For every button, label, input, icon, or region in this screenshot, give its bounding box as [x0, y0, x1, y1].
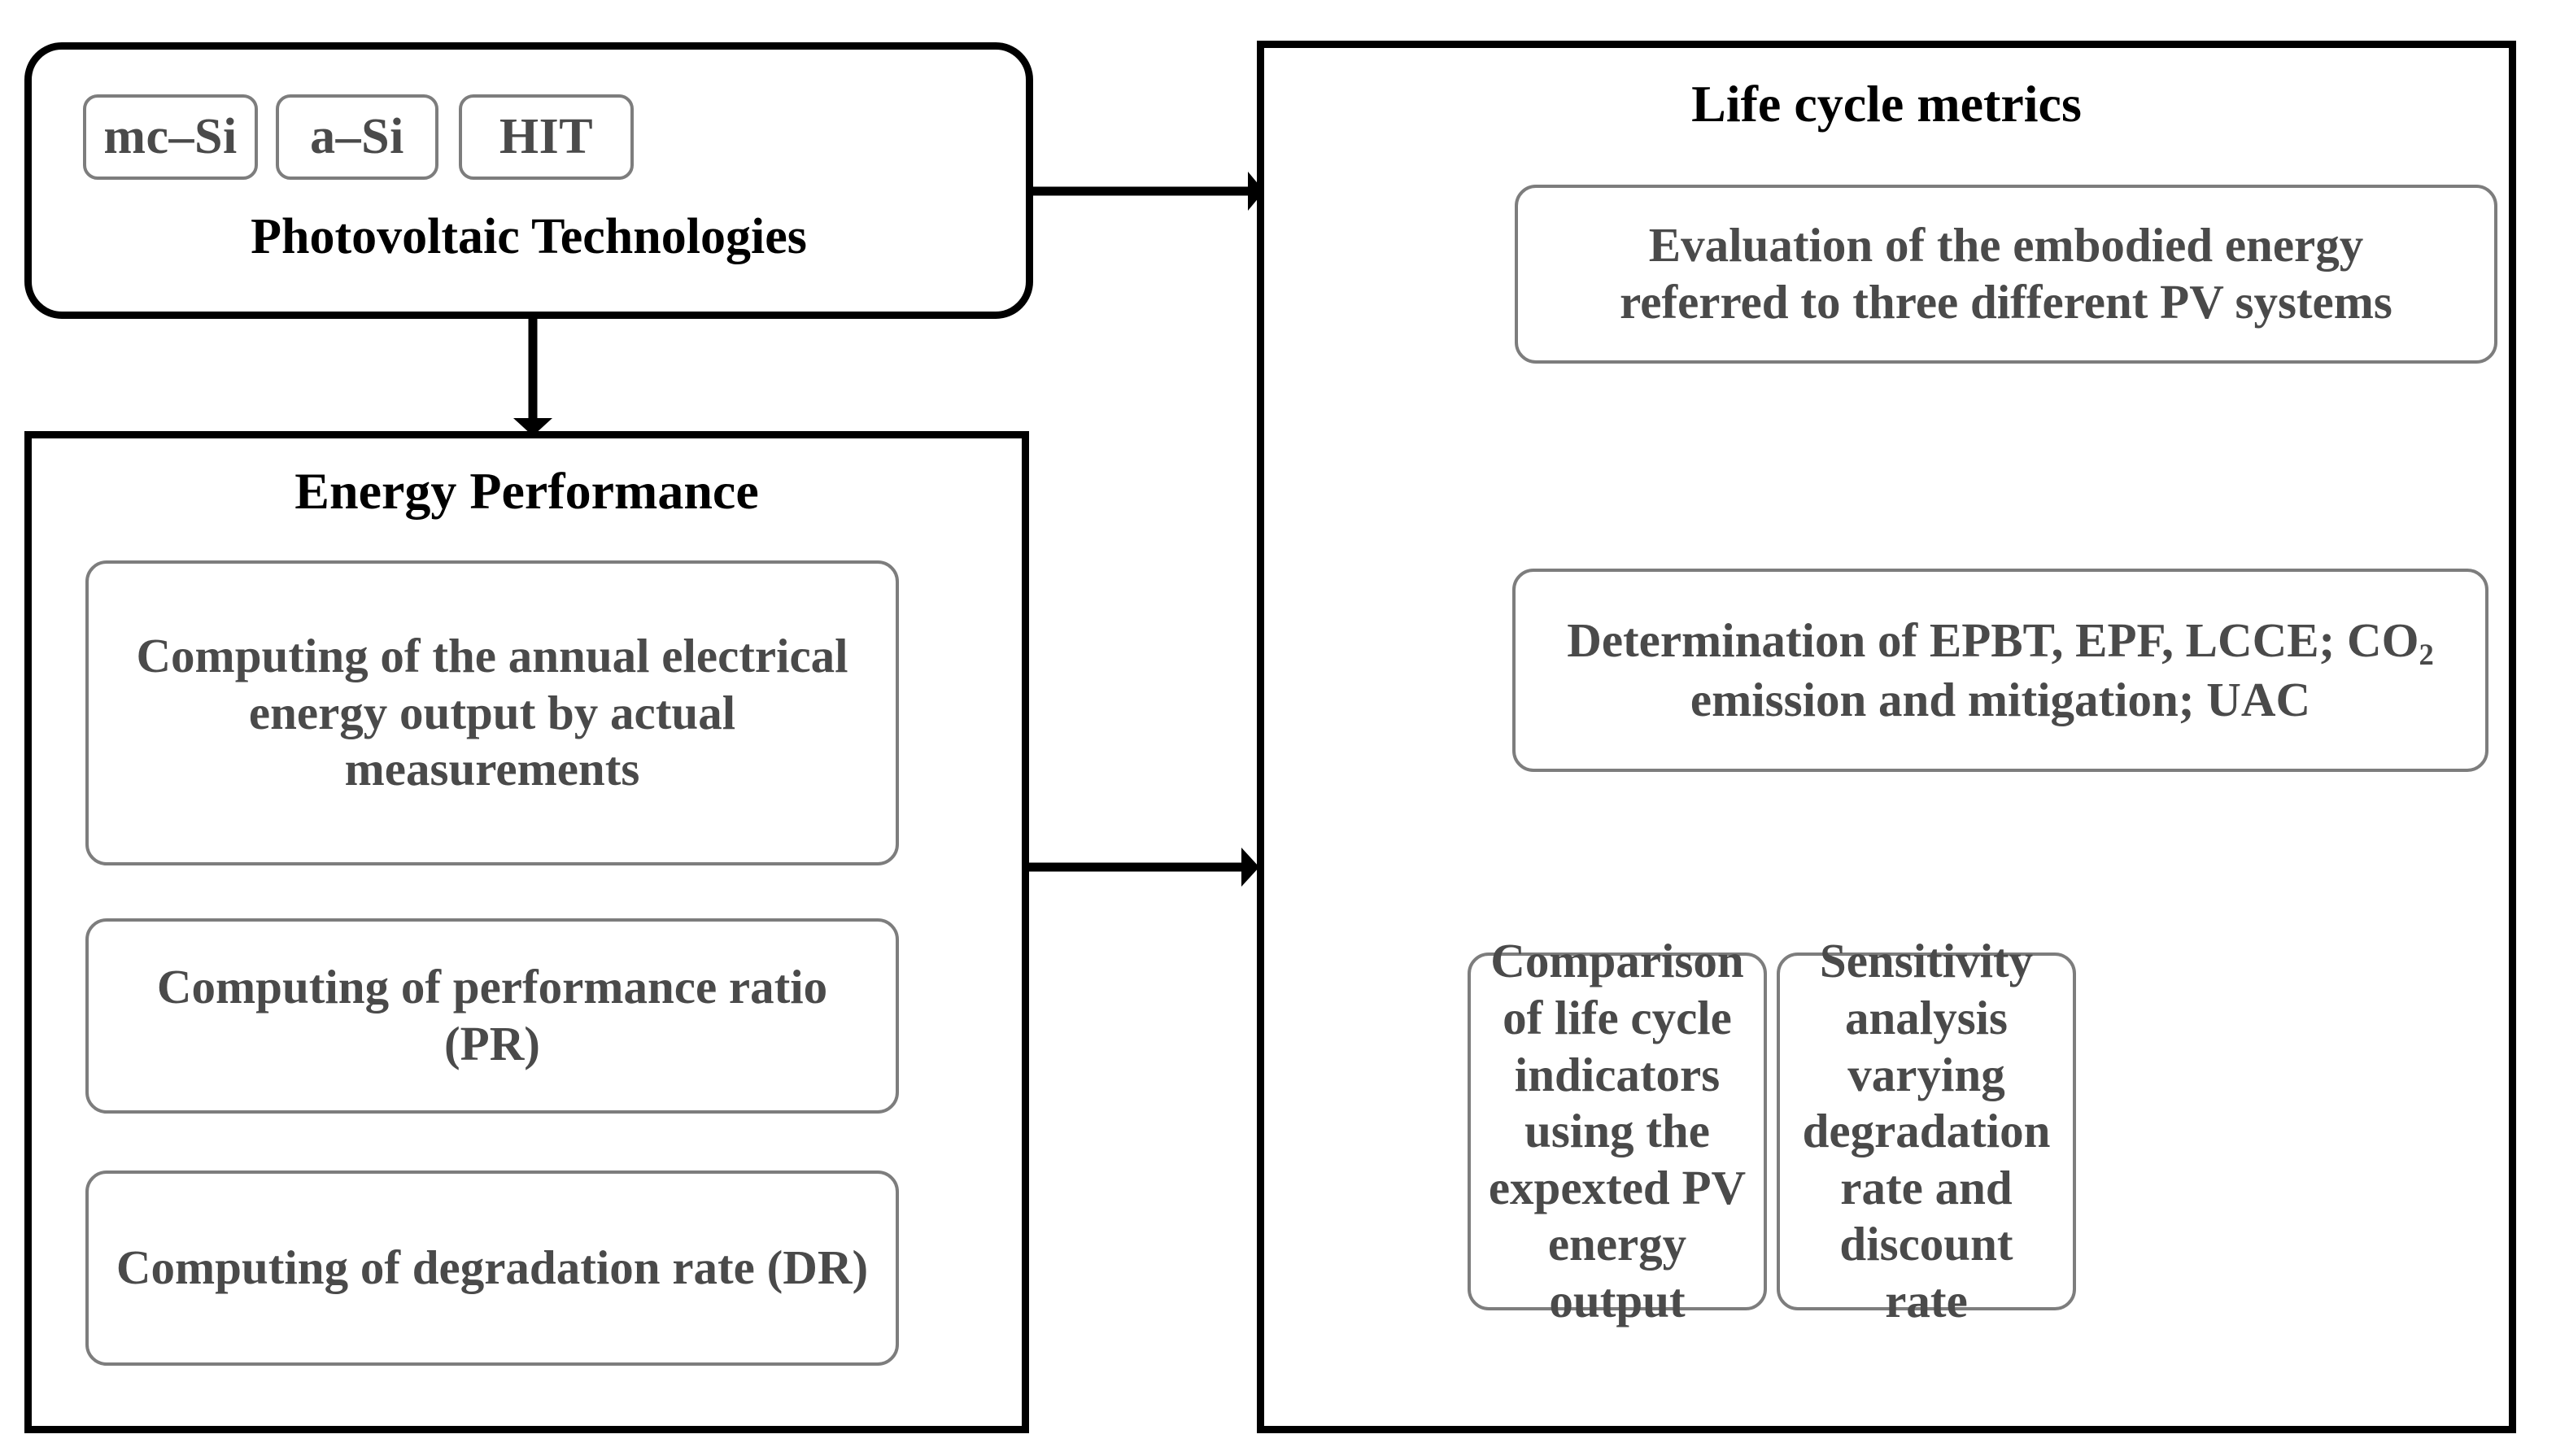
lcm-box-label: Sensitivity analysis varying degradation…: [1802, 934, 2051, 1328]
tech-chip-mc-si[interactable]: mc–Si: [83, 94, 258, 180]
ep-box-label: Computing of performance ratio (PR): [156, 960, 828, 1070]
energy-performance-panel: Energy Performance Computing of the annu…: [24, 431, 1029, 1433]
lcm-box-label-part1: Determination of EPBT, EPF, LCCE; CO: [1567, 612, 2419, 667]
arrow-energy-performance-to-life-cycle: [1023, 848, 1259, 887]
tech-chip-hit[interactable]: HIT: [459, 94, 634, 180]
arrow-pv-to-life-cycle: [1027, 172, 1264, 211]
pv-technologies-panel: mc–Si a–Si HIT Photovoltaic Technologies: [24, 42, 1033, 319]
ep-box-performance-ratio[interactable]: Computing of performance ratio (PR): [85, 918, 899, 1114]
pv-technologies-label: Photovoltaic Technologies: [251, 209, 807, 264]
tech-chip-a-si[interactable]: a–Si: [276, 94, 438, 180]
lcm-box-indicators-determination[interactable]: Determination of EPBT, EPF, LCCE; CO2 em…: [1512, 569, 2488, 772]
tech-chip-label: HIT: [499, 109, 594, 164]
life-cycle-metrics-title: Life cycle metrics: [1691, 75, 2082, 133]
ep-box-label: Computing of the annual electrical energ…: [136, 629, 848, 796]
energy-performance-title: Energy Performance: [294, 462, 759, 520]
lcm-box-label-part2: emission and mitigation; UAC: [1690, 672, 2311, 726]
tech-chip-label: mc–Si: [103, 109, 238, 164]
ep-box-degradation-rate[interactable]: Computing of degradation rate (DR): [85, 1170, 899, 1366]
lcm-box-label-subscript: 2: [2419, 637, 2434, 671]
lcm-box-comparison-indicators[interactable]: Comparison of life cycle indicators usin…: [1468, 934, 1767, 1327]
arrow-pv-to-energy-performance: [513, 316, 552, 436]
lcm-box-sensitivity-analysis[interactable]: Sensitivity analysis varying degradation…: [1777, 934, 2076, 1327]
ep-box-label: Computing of degradation rate (DR): [116, 1240, 869, 1295]
lcm-box-label: Comparison of life cycle indicators usin…: [1488, 934, 1747, 1328]
lcm-box-embodied-energy[interactable]: Evaluation of the embodied energy referr…: [1515, 185, 2497, 364]
lcm-box-label: Determination of EPBT, EPF, LCCE; CO2 em…: [1564, 612, 2436, 729]
tech-chip-label: a–Si: [310, 109, 404, 164]
lcm-box-label: Evaluation of the embodied energy referr…: [1620, 218, 2392, 329]
life-cycle-metrics-panel: Life cycle metrics Evaluation of the emb…: [1257, 41, 2516, 1433]
ep-box-annual-output[interactable]: Computing of the annual electrical energ…: [85, 560, 899, 865]
